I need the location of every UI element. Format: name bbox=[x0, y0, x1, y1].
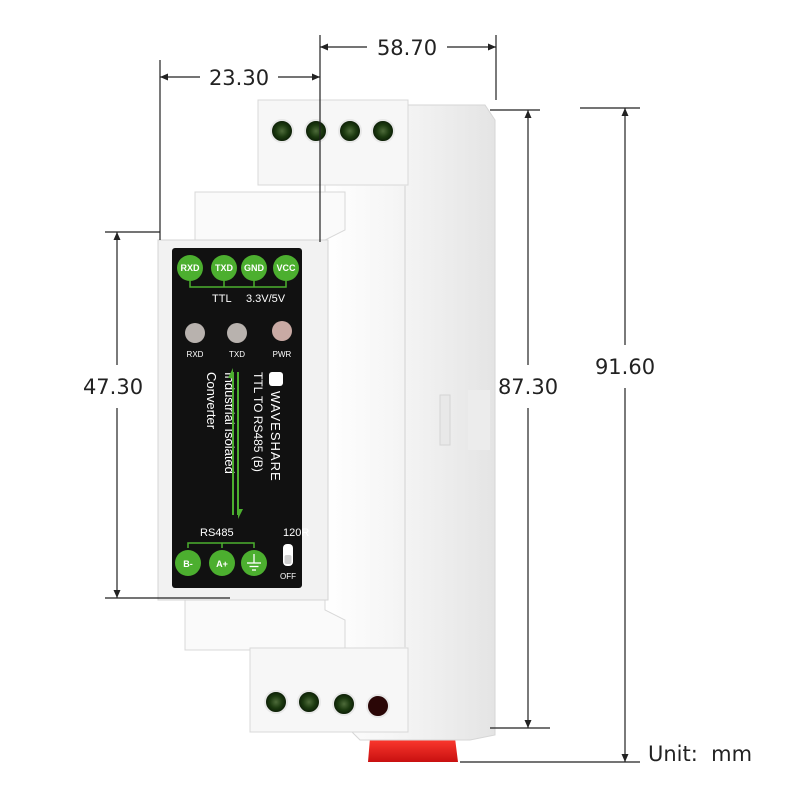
rs485-pin-b: B- bbox=[183, 559, 193, 569]
ttl-pin-txd: TXD bbox=[215, 263, 234, 273]
description-line-1: Industrial Isolated bbox=[222, 372, 237, 474]
bottom-terminal-block bbox=[249, 647, 409, 733]
ttl-label: TTL bbox=[212, 293, 232, 305]
model-name: TTL TO RS485 (B) bbox=[251, 372, 265, 472]
dim-body-height: 87.30 bbox=[498, 375, 558, 399]
led-txd bbox=[227, 323, 247, 343]
dim-panel-height: 47.30 bbox=[83, 375, 143, 399]
led-pwr bbox=[272, 321, 292, 341]
switch-label: 120R bbox=[283, 527, 309, 539]
ttl-pin-row: RXD TXD GND VCC bbox=[177, 255, 299, 288]
dim-width-top: 58.70 bbox=[377, 36, 437, 60]
led-label-rxd: RXD bbox=[187, 350, 204, 359]
waveshare-logo-icon bbox=[269, 372, 283, 386]
status-leds: RXD TXD PWR bbox=[185, 321, 292, 359]
direction-arrow-icon bbox=[228, 368, 243, 519]
voltage-label: 3.3V/5V bbox=[246, 293, 286, 305]
rs485-pin-a: A+ bbox=[216, 559, 228, 569]
led-label-pwr: PWR bbox=[273, 350, 292, 359]
top-terminal-block bbox=[257, 99, 409, 186]
switch-state: OFF bbox=[280, 572, 296, 581]
dim-total-height: 91.60 bbox=[595, 355, 655, 379]
brand-name: WAVESHARE bbox=[268, 391, 283, 482]
led-rxd bbox=[185, 323, 205, 343]
rs485-pin-row: B- A+ bbox=[175, 550, 267, 576]
ttl-pin-vcc: VCC bbox=[276, 263, 296, 273]
dimension-lines bbox=[105, 35, 640, 763]
bottom-screws bbox=[264, 690, 390, 718]
ttl-pin-rxd: RXD bbox=[180, 263, 200, 273]
ground-icon bbox=[247, 554, 261, 571]
ttl-pin-gnd: GND bbox=[244, 263, 265, 273]
dim-depth-offset: 23.30 bbox=[209, 66, 269, 90]
din-clip bbox=[368, 738, 458, 762]
description-line-2: Converter bbox=[204, 372, 219, 430]
top-screws bbox=[270, 119, 395, 143]
rs485-label: RS485 bbox=[200, 527, 234, 539]
front-panel: RXD TXD GND VCC TTL 3.3V/5V RXD TXD PWR … bbox=[172, 248, 309, 588]
unit-label: Unit: mm bbox=[648, 742, 752, 766]
led-label-txd: TXD bbox=[229, 350, 245, 359]
